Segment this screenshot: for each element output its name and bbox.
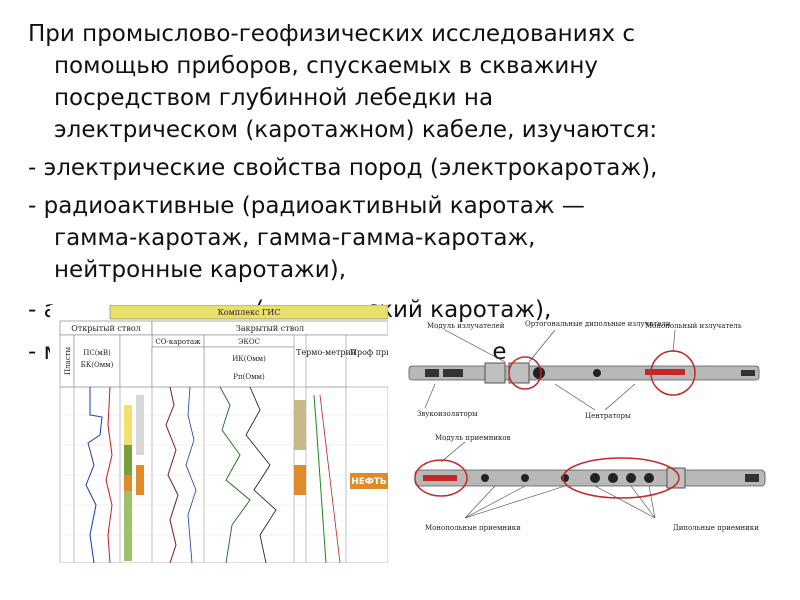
log-title-bar <box>109 305 388 320</box>
para-1-line-3: посредством глубинной лебедки на <box>54 85 494 111</box>
monopole-receivers-label: Монопольные приемники <box>425 524 521 532</box>
receiver-module-label: Модуль приемников <box>435 434 511 442</box>
ik-label: ИК(Омм) <box>232 355 266 363</box>
para-1-line-2: помощью приборов, спускаемых в скважину <box>54 53 598 79</box>
monopole-emitter-label: Монопольный излучатель <box>645 322 742 330</box>
open-hole-label: Открытый ствол <box>71 324 140 333</box>
cased-hole-label: Закрытый ствол <box>236 324 304 333</box>
sound-isolators-label: Звукоизоляторы <box>417 410 478 418</box>
paragraph-2: - электрические свойства пород (электрок… <box>28 152 798 184</box>
orthogonal-dipole-label: Ортогональные дипольные излучатели <box>525 320 671 328</box>
para-3-line-2: гамма-каротаж, гамма-гамма-каротаж, <box>54 225 536 251</box>
profile-label: Проф притт <box>350 348 388 357</box>
slide-text: При промыслово-геофизических исследовани… <box>28 18 798 292</box>
oil-tag-box <box>350 473 388 489</box>
ps-label: ПС(мВ) <box>83 349 111 357</box>
dipole-receivers-label: Дипольные приемники <box>673 524 759 532</box>
rp-label: Рп(Омм) <box>233 373 265 381</box>
acoustic-tool-figure: Модуль излучателей Ортогональные дипольн… <box>408 320 766 532</box>
plasty-label: Пласты <box>64 346 72 375</box>
para-2-line-1: - электрические свойства пород (электрок… <box>28 155 658 181</box>
paragraph-3: - радиоактивные (радиоактивный каротаж —… <box>28 190 798 286</box>
emitter-module-label: Модуль излучателей <box>427 322 505 330</box>
ekos-label: ЭКОС <box>238 338 260 346</box>
centrators-label: Центраторы <box>585 412 631 420</box>
para-3-line-3: нейтронные каротажи), <box>54 257 347 283</box>
thermometry-label: Термо-метрия <box>296 348 356 357</box>
bk-label: БК(Омм) <box>81 361 114 369</box>
para-3-line-1: - радиоактивные (радиоактивный каротаж — <box>28 193 585 219</box>
para-1-line-4: электрическом (каротажном) кабеле, изуча… <box>54 117 658 143</box>
para-1-line-1: При промыслово-геофизических исследовани… <box>28 21 636 47</box>
paragraph-1: При промыслово-геофизических исследовани… <box>28 18 798 146</box>
co-log-label: СО-каротаж <box>155 338 201 346</box>
log-title: Комплекс ГИС <box>218 308 281 317</box>
oil-tag: НЕФТЬ <box>351 477 387 487</box>
well-log-figure: Комплекс ГИС Открытый ствол Закрытый ств… <box>50 305 388 563</box>
